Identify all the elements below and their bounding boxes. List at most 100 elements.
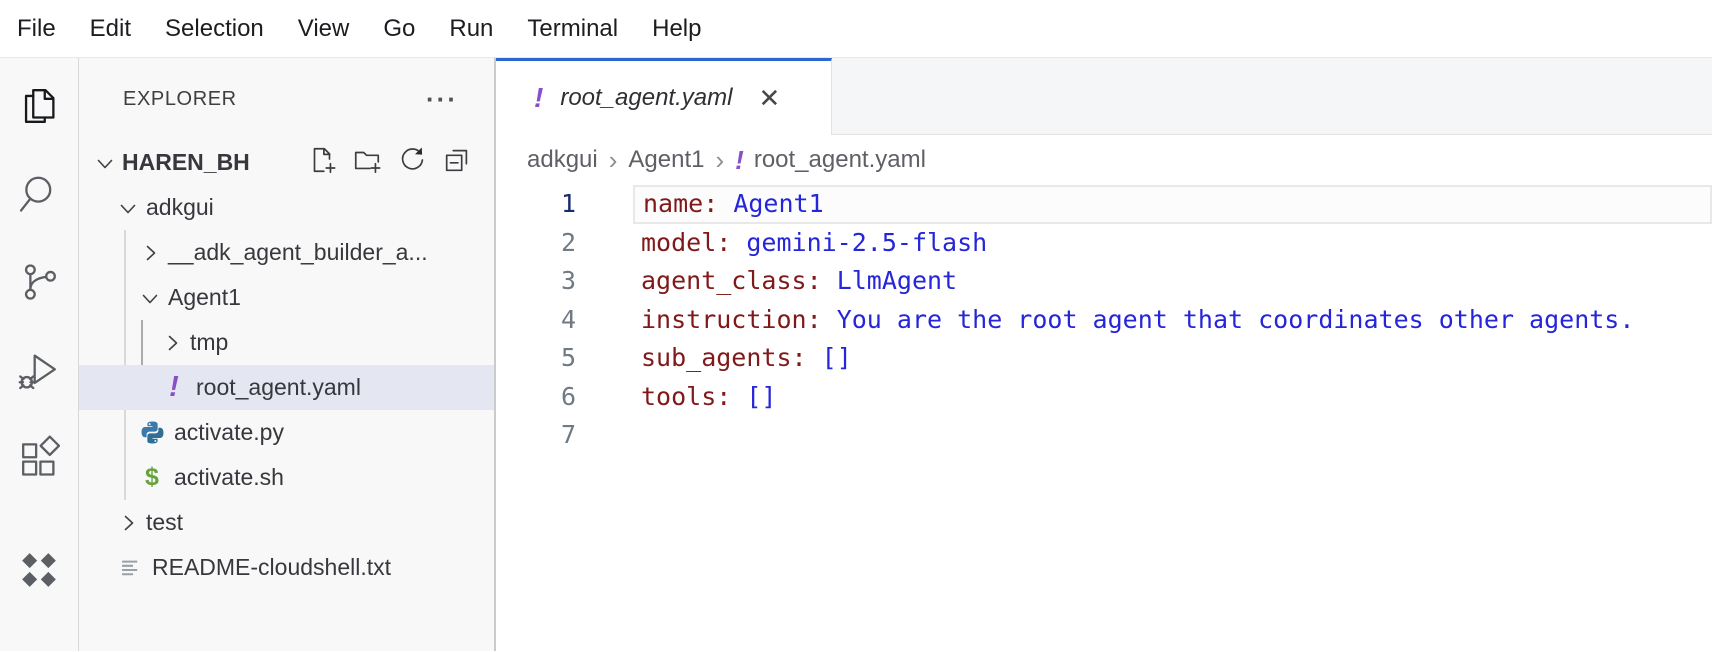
tree-item-activate-sh[interactable]: $ activate.sh (79, 455, 494, 500)
menu-item-terminal[interactable]: Terminal (527, 14, 619, 42)
code-line-1: 1 name: Agent1 (496, 185, 1712, 224)
code-line-2: 2 model: gemini-2.5-flash (496, 224, 1712, 263)
code-line-content[interactable]: instruction: You are the root agent that… (633, 301, 1712, 340)
chevron-down-icon[interactable] (115, 195, 141, 221)
menu-item-selection[interactable]: Selection (165, 14, 264, 42)
chevron-right-icon[interactable] (115, 510, 141, 536)
chevron-right-icon[interactable] (159, 330, 185, 356)
workspace-label: HAREN_BH (122, 149, 250, 175)
sidebar-header: EXPLORER ··· (79, 58, 494, 140)
line-number: 2 (560, 227, 576, 257)
close-icon[interactable]: ✕ (758, 83, 781, 113)
tree-item-readme-cloudshell-txt[interactable]: README-cloudshell.txt (79, 545, 494, 590)
tab-root-agent-yaml[interactable]: ! root_agent.yaml ✕ (496, 58, 832, 135)
activity-bar (0, 58, 79, 651)
chevron-right-icon[interactable] (137, 240, 163, 266)
tree-item-root-agent-yaml[interactable]: ! root_agent.yaml (79, 365, 494, 410)
source-control-icon (16, 259, 62, 310)
tree-item-label: activate.py (174, 419, 284, 445)
breadcrumb: adkgui › Agent1 ›! root_agent.yaml (496, 135, 1712, 185)
new-file-icon[interactable] (307, 145, 337, 180)
code-line-7: 7 (496, 416, 1712, 455)
yaml-key-token: sub_agents: (641, 343, 807, 372)
line-number: 6 (560, 381, 576, 411)
activity-item-explorer[interactable] (15, 84, 63, 132)
yaml-value-token: You are the root agent that coordinates … (836, 304, 1635, 334)
menu-item-help[interactable]: Help (652, 14, 702, 42)
chevron-down-icon[interactable] (137, 285, 163, 311)
tab-label: root_agent.yaml (560, 84, 733, 111)
breadcrumb-separator: › (715, 144, 725, 175)
breadcrumb-item-agent1[interactable]: Agent1 (628, 146, 705, 173)
python-icon (137, 418, 167, 448)
new-folder-icon[interactable] (352, 145, 382, 180)
yaml-value-token: Agent1 (733, 189, 824, 218)
tree-item-adkgui[interactable]: adkgui (79, 185, 494, 230)
workspace-row[interactable]: HAREN_BH (79, 140, 494, 185)
code-line-content[interactable]: model: gemini-2.5-flash (633, 224, 1712, 263)
yaml-key-token: name: (643, 189, 719, 218)
tree-item-label: Agent1 (168, 284, 241, 310)
breadcrumb-separator: › (608, 144, 618, 175)
editor-group: ! root_agent.yaml ✕ adkgui › Agent1 ›! root_… (496, 58, 1712, 651)
yaml-key-token: instruction: (641, 304, 822, 334)
tree-item-label: test (146, 509, 184, 535)
yaml-key-token: agent_class: (641, 266, 822, 295)
breadcrumb-item-adkgui[interactable]: adkgui (527, 146, 598, 173)
yaml-key-token: model: (641, 227, 732, 257)
code-line-content[interactable]: tools: [] (633, 378, 1712, 417)
activity-item-run-and-debug[interactable] (15, 348, 63, 396)
tree-item-label: activate.sh (174, 464, 284, 490)
menu-item-view[interactable]: View (297, 14, 350, 42)
diamonds-icon (16, 547, 62, 598)
activity-item-extensions[interactable] (15, 434, 63, 484)
menu-item-go[interactable]: Go (383, 14, 416, 42)
search-icon (16, 171, 62, 222)
tree-item-test[interactable]: test (79, 500, 494, 545)
tree-item-adk-agent-builder-a[interactable]: __adk_agent_builder_a... (79, 230, 494, 275)
menu-item-edit[interactable]: Edit (89, 14, 132, 42)
breadcrumb-item-root-agent-yaml[interactable]: root_agent.yaml (753, 146, 926, 173)
file-tree: adkgui __adk_agent_builder_a... Agent1 tmp!… (79, 185, 494, 590)
yaml-warning-icon: ! (169, 371, 179, 403)
refresh-icon[interactable] (397, 145, 427, 180)
activity-item-search[interactable] (15, 172, 63, 220)
activity-item-gemini[interactable] (15, 548, 63, 596)
tab-bar: ! root_agent.yaml ✕ (496, 58, 1712, 135)
line-number: 1 (560, 189, 576, 218)
tree-item-label: root_agent.yaml (196, 374, 361, 400)
tree-item-label: README-cloudshell.txt (152, 554, 392, 580)
code-line-6: 6 tools: [] (496, 378, 1712, 417)
code-line-content[interactable]: sub_agents: [] (633, 339, 1712, 378)
yaml-value-token: [] (746, 381, 777, 411)
menu-item-run[interactable]: Run (449, 14, 494, 42)
more-actions-icon[interactable]: ··· (426, 84, 458, 114)
code-line-content[interactable]: name: Agent1 (633, 185, 1712, 224)
chevron-down-icon[interactable] (92, 150, 118, 176)
tree-item-agent1[interactable]: Agent1 (79, 275, 494, 320)
tree-item-label: tmp (190, 329, 229, 355)
tree-item-label: __adk_agent_builder_a... (168, 239, 428, 265)
yaml-key-token: tools: (641, 381, 732, 411)
menu-item-file[interactable]: File (17, 14, 56, 42)
tree-item-activate-py[interactable]: activate.py (79, 410, 494, 455)
code-line-content[interactable] (633, 416, 1712, 455)
sidebar-title: EXPLORER (123, 87, 237, 110)
tab-bar-empty (832, 58, 1712, 135)
shell-icon: $ (145, 463, 159, 491)
run-debug-icon (16, 347, 62, 398)
yaml-warning-icon: ! (735, 145, 744, 175)
activity-item-source-control[interactable] (15, 260, 63, 308)
line-number: 7 (560, 420, 576, 449)
tree-item-tmp[interactable]: tmp (79, 320, 494, 365)
explorer-sidebar: EXPLORER ··· HAREN_BH adkgui __adk_agent_… (79, 58, 496, 651)
text-file-icon (115, 553, 145, 583)
line-number: 4 (560, 304, 576, 334)
collapse-all-icon[interactable] (442, 145, 472, 180)
workspace-actions (307, 145, 494, 180)
code-line-content[interactable]: agent_class: LlmAgent (633, 262, 1712, 301)
